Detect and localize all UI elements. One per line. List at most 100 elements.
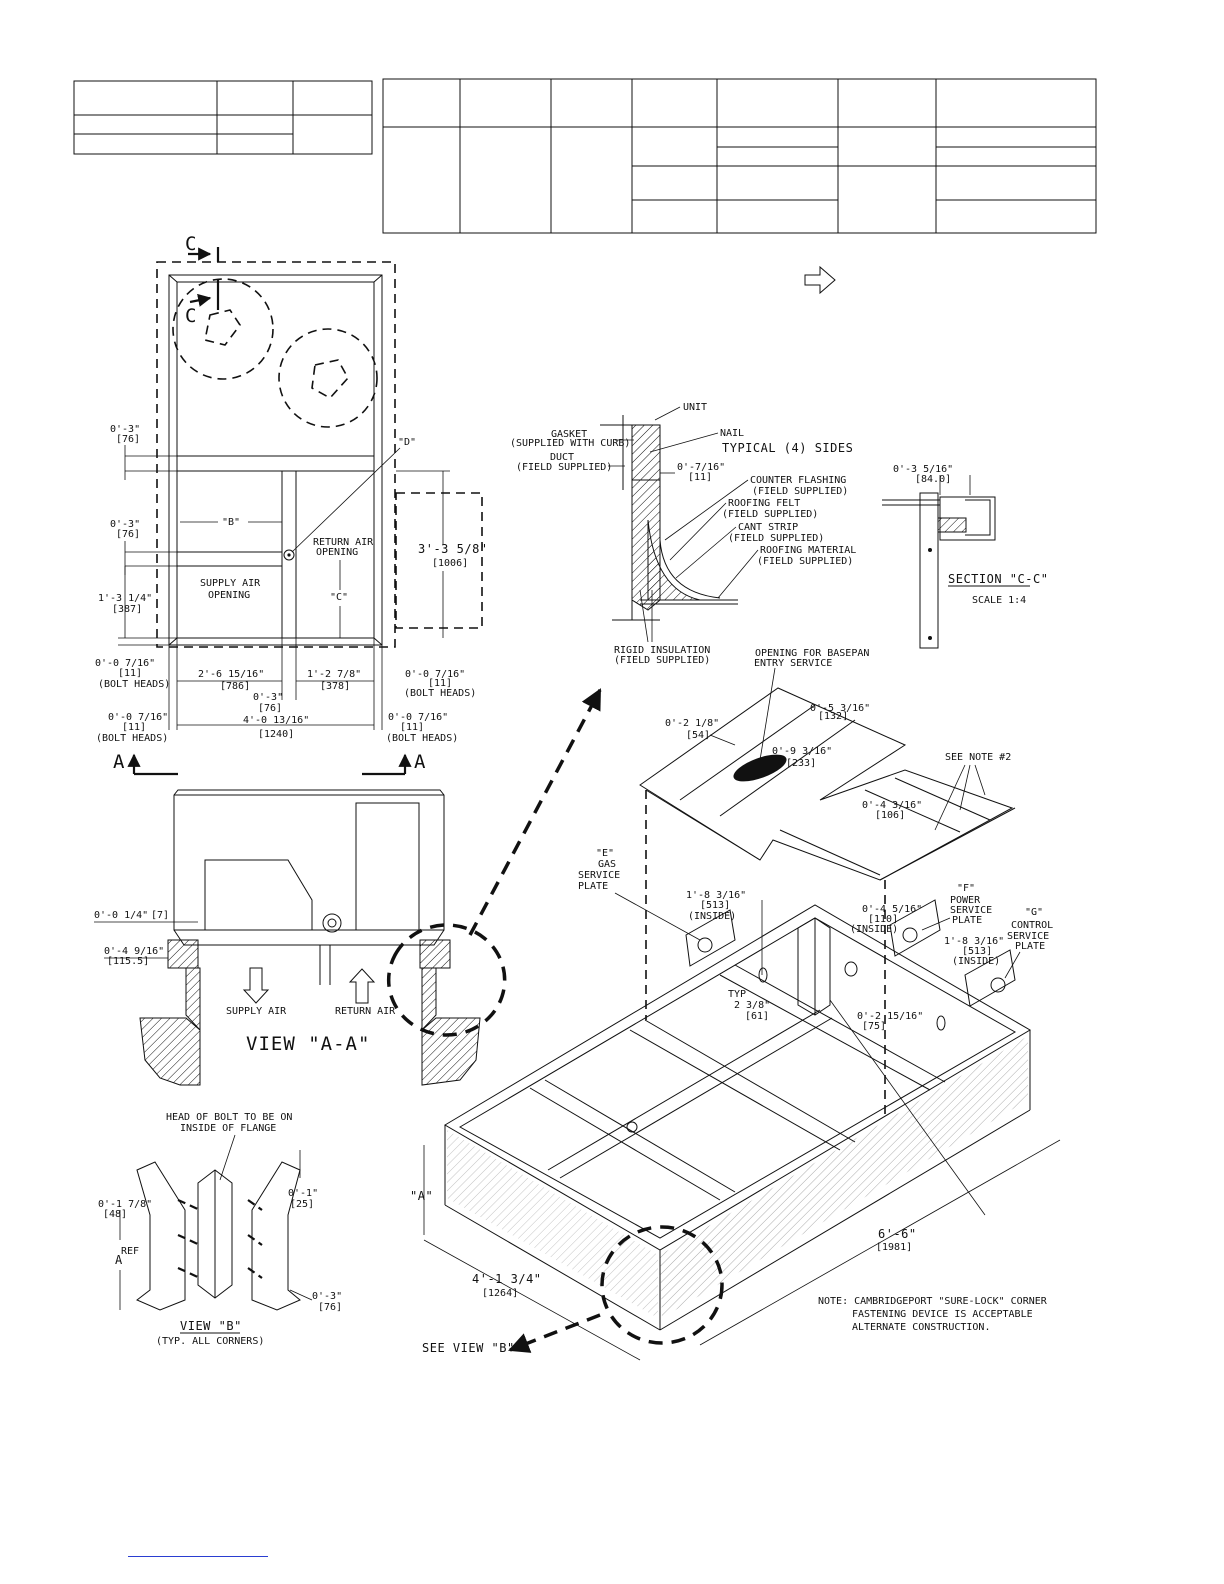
dim-0-5-mm: [132]	[818, 711, 848, 722]
view-b-sub: (TYP. ALL CORNERS)	[156, 1336, 264, 1347]
dim-0-0-left-mm: [11]	[118, 668, 142, 679]
isometric-curb: OPENING FOR BASEPAN ENTRY SERVICE 0'-5 3…	[410, 648, 1061, 1361]
dim-0-0-14: 0'-0 1/4"	[94, 910, 148, 921]
view-b: HEAD OF BOLT TO BE ON INSIDE OF FLANGE 0…	[98, 1112, 342, 1347]
dim-0-0-bl: 0'-0 7/16"	[108, 712, 168, 723]
dim-0-0-14-mm: [7]	[151, 910, 169, 921]
dim-0-3-b: 0'-3"	[110, 519, 140, 530]
dim-4-0-mm: [1240]	[258, 729, 294, 740]
dim-0-9-mm: [233]	[786, 758, 816, 769]
dim-0-2-18: 0'-2 1/8"	[665, 718, 719, 729]
dim-0-2-15-mm: [75]	[862, 1021, 886, 1032]
section-cc-scale: SCALE 1:4	[972, 595, 1026, 606]
dim-2-3-mm: [61]	[745, 1011, 769, 1022]
dim-0-3-a: 0'-3"	[110, 424, 140, 435]
section-a-label-left: A	[113, 751, 125, 773]
see-note-2: SEE NOTE #2	[945, 752, 1011, 763]
roofing-felt-1: ROOFING FELT	[728, 498, 800, 509]
dim-c-label: "C"	[330, 592, 348, 603]
dim-2-3: 2 3/8"	[734, 1000, 770, 1011]
section-cc: 0'-3 5/16" [84.0] SECTION "C-C" SCALE 1:…	[882, 464, 1048, 649]
dim-1-8-b: 1'-8 3/16"	[944, 936, 1004, 947]
gasket-label-2: (SUPPLIED WITH CURB)	[510, 438, 630, 449]
header-table-right	[382, 78, 1097, 234]
dim-0-4-516: 0'-4 5/16"	[862, 904, 922, 915]
gas-plate: PLATE	[578, 881, 608, 892]
plan-view: C C "B" RETURN AIR OPENING SUPPLY AIR OP…	[95, 233, 488, 776]
counter-flashing-1: COUNTER FLASHING	[750, 475, 846, 486]
dim-1-2: 1'-2 7/8"	[307, 669, 361, 680]
roofing-material-2: (FIELD SUPPLIED)	[757, 556, 853, 567]
dim-0-2-18-mm: [54]	[686, 730, 710, 741]
gas-e: "E"	[596, 848, 614, 859]
control-g: "G"	[1025, 907, 1043, 918]
inside-a: (INSIDE)	[688, 911, 736, 922]
view-aa: SUPPLY AIR RETURN AIR VIEW "A-A" 0'-0 1/…	[94, 789, 507, 1086]
dim-0-0-bl-mm: [11]	[122, 722, 146, 733]
dim-1-8-b-mm: [513]	[962, 946, 992, 957]
cant-strip-2: (FIELD SUPPLIED)	[728, 533, 824, 544]
dim-0-1-78-mm: [48]	[103, 1209, 127, 1220]
view-b-title: VIEW "B"	[180, 1319, 242, 1333]
dim-0-3-c-mm: [76]	[258, 703, 282, 714]
dim-0-4-316: 0'-4 3/16"	[862, 800, 922, 811]
typical-sides-label: TYPICAL (4) SIDES	[722, 441, 853, 455]
dim-0-4-516-mm: [110]	[868, 914, 898, 925]
curb-detail: UNIT GASKET (SUPPLIED WITH CURB) NAIL DU…	[510, 402, 856, 666]
dim-3-3-mm: [1006]	[432, 558, 468, 569]
dim-1-3: 1'-3 1/4"	[98, 593, 152, 604]
dim-d-label: "D"	[398, 437, 416, 448]
note-line-3: ALTERNATE CONSTRUCTION.	[852, 1322, 990, 1333]
dim-1-2-mm: [378]	[320, 681, 350, 692]
section-cc-title: SECTION "C-C"	[948, 572, 1048, 586]
gasket-label-1: GASKET	[551, 429, 587, 440]
dim-1-3-mm: [387]	[112, 604, 142, 615]
dim-0-1-78: 0'-1 7/8"	[98, 1199, 152, 1210]
dim-0-2-15: 0'-2 15/16"	[857, 1011, 923, 1022]
gas-service: SERVICE	[578, 870, 620, 881]
power-service: SERVICE	[950, 905, 992, 916]
dim-0-3-516-mm: [84.0]	[915, 474, 951, 485]
view-aa-title: VIEW "A-A"	[246, 1033, 370, 1055]
opening-basepan-2: ENTRY SERVICE	[754, 658, 832, 669]
dim-0-716-mm: [11]	[688, 472, 712, 483]
dim-1-8-a: 1'-8 3/16"	[686, 890, 746, 901]
bolt-heads-bl: (BOLT HEADS)	[96, 733, 168, 744]
unit-label: UNIT	[683, 402, 707, 413]
dim-4-0: 4'-0 13/16"	[243, 715, 309, 726]
return-air-label: RETURN AIR	[335, 1006, 396, 1017]
nail-label: NAIL	[720, 428, 744, 439]
airflow-arrow-icon	[804, 265, 836, 295]
dim-0-1-mm: [25]	[290, 1199, 314, 1210]
dim-0-0-right: 0'-0 7/16"	[405, 669, 465, 680]
note-line-1: NOTE: CAMBRIDGEPORT "SURE-LOCK" CORNER	[818, 1296, 1048, 1307]
dim-0-3: 0'-3"	[312, 1291, 342, 1302]
header-table-left	[73, 80, 373, 155]
dim-a-ref: A	[115, 1253, 123, 1267]
dim-2-6-mm: [786]	[220, 681, 250, 692]
dim-6-6-mm: [1981]	[876, 1242, 912, 1253]
dim-0-0-br: 0'-0 7/16"	[388, 712, 448, 723]
rigid-insulation-1: RIGID INSULATION	[614, 645, 710, 656]
power-f: "F"	[957, 883, 975, 894]
dim-0-3-mm: [76]	[318, 1302, 342, 1313]
head-bolt-1: HEAD OF BOLT TO BE ON	[166, 1112, 292, 1123]
dim-1-8-a-mm: [513]	[700, 900, 730, 911]
dim-b-label: "B"	[222, 517, 240, 528]
head-bolt-2: INSIDE OF FLANGE	[180, 1123, 276, 1134]
footer-link-underline[interactable]	[128, 1556, 268, 1557]
section-c-label-top: C	[185, 233, 197, 255]
see-view-b: SEE VIEW "B"	[422, 1341, 515, 1355]
dim-0-3-a-mm: [76]	[116, 434, 140, 445]
bolt-heads-br: (BOLT HEADS)	[386, 733, 458, 744]
dim-0-5: 0'-5 3/16"	[810, 703, 870, 714]
opening-basepan-1: OPENING FOR BASEPAN	[755, 648, 869, 659]
dim-3-3-label: 3'-3 5/8"	[418, 542, 488, 556]
control-plate: PLATE	[1015, 941, 1045, 952]
dim-0-3-516: 0'-3 5/16"	[893, 464, 953, 475]
typ-label: TYP	[728, 989, 746, 1000]
section-c-label-bottom: C	[185, 305, 197, 327]
bolt-heads-right: (BOLT HEADS)	[404, 688, 476, 699]
dim-0-1: 0'-1"	[288, 1188, 318, 1199]
